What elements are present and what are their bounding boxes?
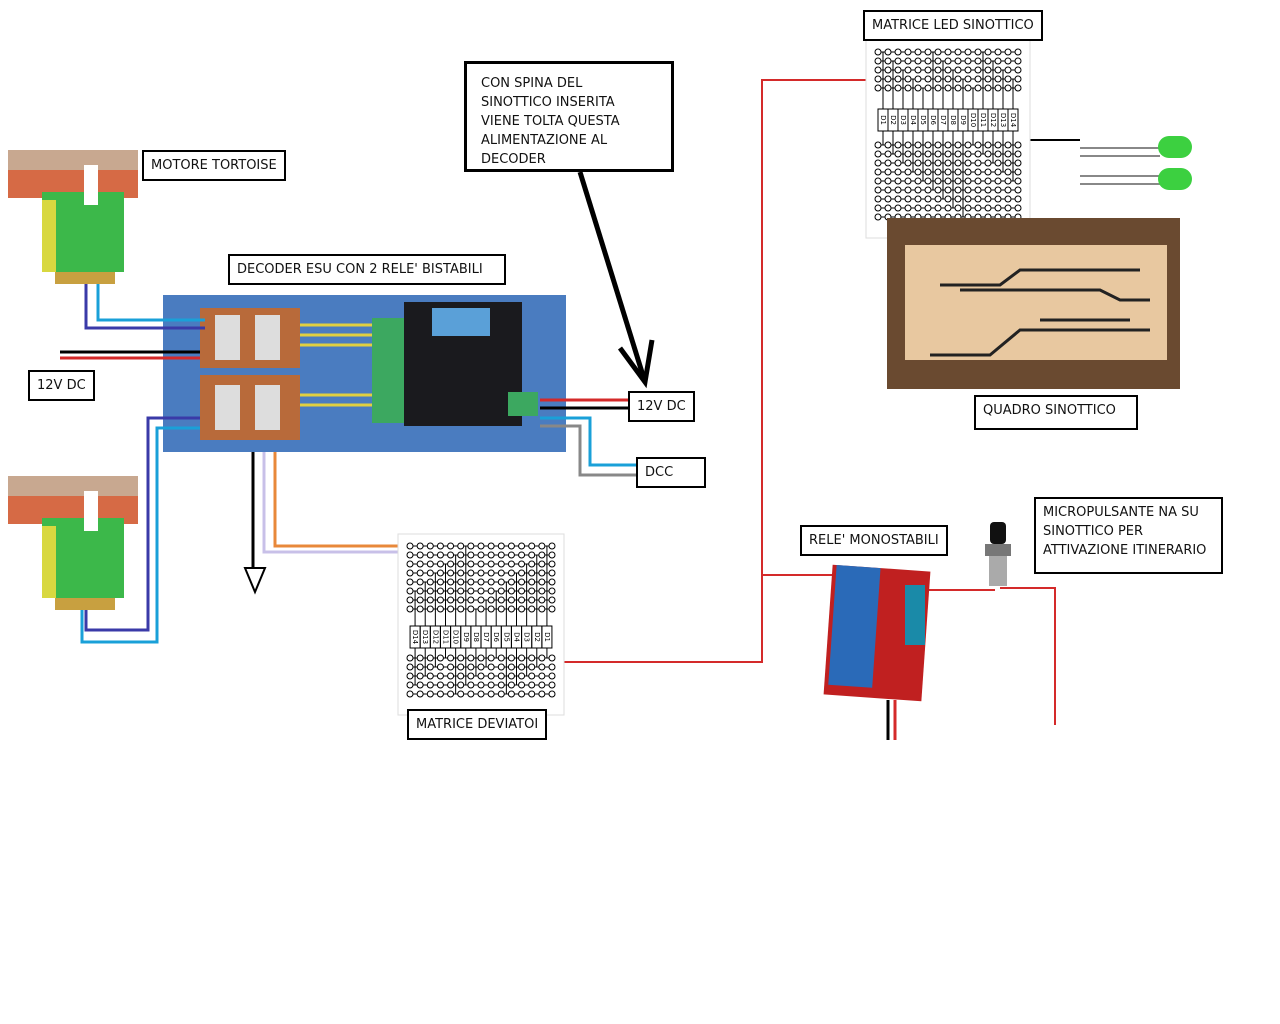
power-right-label: 12V DC <box>628 391 695 422</box>
diode-label: D13 <box>421 630 429 644</box>
diode-label: D4 <box>513 632 521 642</box>
diode-label: D9 <box>462 632 470 642</box>
diode-label: D7 <box>482 632 490 642</box>
ground-arrow-icon <box>243 567 267 595</box>
diode-label: D8 <box>949 115 957 125</box>
diode-label: D7 <box>939 115 947 125</box>
diode-label: D2 <box>533 632 541 642</box>
diode-label: D2 <box>889 115 897 125</box>
diode-label: D3 <box>899 115 907 125</box>
tortoise-motor-bottom <box>8 476 138 610</box>
tortoise-motor-top <box>8 150 138 284</box>
diode-label: D5 <box>919 115 927 125</box>
diode-label: D12 <box>989 113 997 127</box>
panel-label: QUADRO SINOTTICO <box>974 395 1138 430</box>
diode-label: D8 <box>472 632 480 642</box>
decoder-label: DECODER ESU CON 2 RELE' BISTABILI <box>228 254 506 285</box>
pushbutton-icon <box>985 522 1011 586</box>
button-label: MICROPULSANTE NA SU SINOTTICO PER ATTIVA… <box>1034 497 1223 574</box>
diode-label: D10 <box>452 630 460 644</box>
matrix-turnouts-label: MATRICE DEVIATOI <box>407 709 548 740</box>
dcc-label: DCC <box>636 457 706 488</box>
diode-label: D11 <box>442 630 450 644</box>
tortoise-label: MOTORE TORTOISE <box>142 150 286 181</box>
diode-label: D5 <box>502 632 510 642</box>
power-left-label: 12V DC <box>28 370 95 401</box>
diode-label: D1 <box>543 632 551 642</box>
diode-label: D4 <box>909 115 917 125</box>
diode-label: D14 <box>1009 113 1017 128</box>
diode-label: D11 <box>979 113 987 127</box>
diode-label: D12 <box>431 630 439 644</box>
diode-label: D10 <box>969 113 977 127</box>
diode-label: D3 <box>523 632 531 642</box>
led-icon <box>1080 168 1192 190</box>
diode-label: D1 <box>879 115 887 125</box>
diode-label: D13 <box>999 113 1007 127</box>
diode-label: D6 <box>929 115 937 125</box>
wires <box>60 79 1080 740</box>
diode <box>1007 108 1019 132</box>
note-arrow-icon <box>577 171 655 389</box>
decoder-photo <box>163 295 566 452</box>
led-icon <box>1080 136 1192 158</box>
diode-label: D9 <box>959 115 967 125</box>
matrix-led-label: MATRICE LED SINOTTICO <box>863 10 1043 41</box>
relay-module-photo <box>823 564 931 702</box>
panel-photo <box>887 218 1180 389</box>
diode-label: D6 <box>492 632 500 642</box>
relays-label: RELE' MONOSTABILI <box>800 525 948 556</box>
diode <box>409 625 421 649</box>
note-label: CON SPINA DEL SINOTTICO INSERITA VIENE T… <box>464 61 674 172</box>
diode-label: D14 <box>411 630 419 645</box>
